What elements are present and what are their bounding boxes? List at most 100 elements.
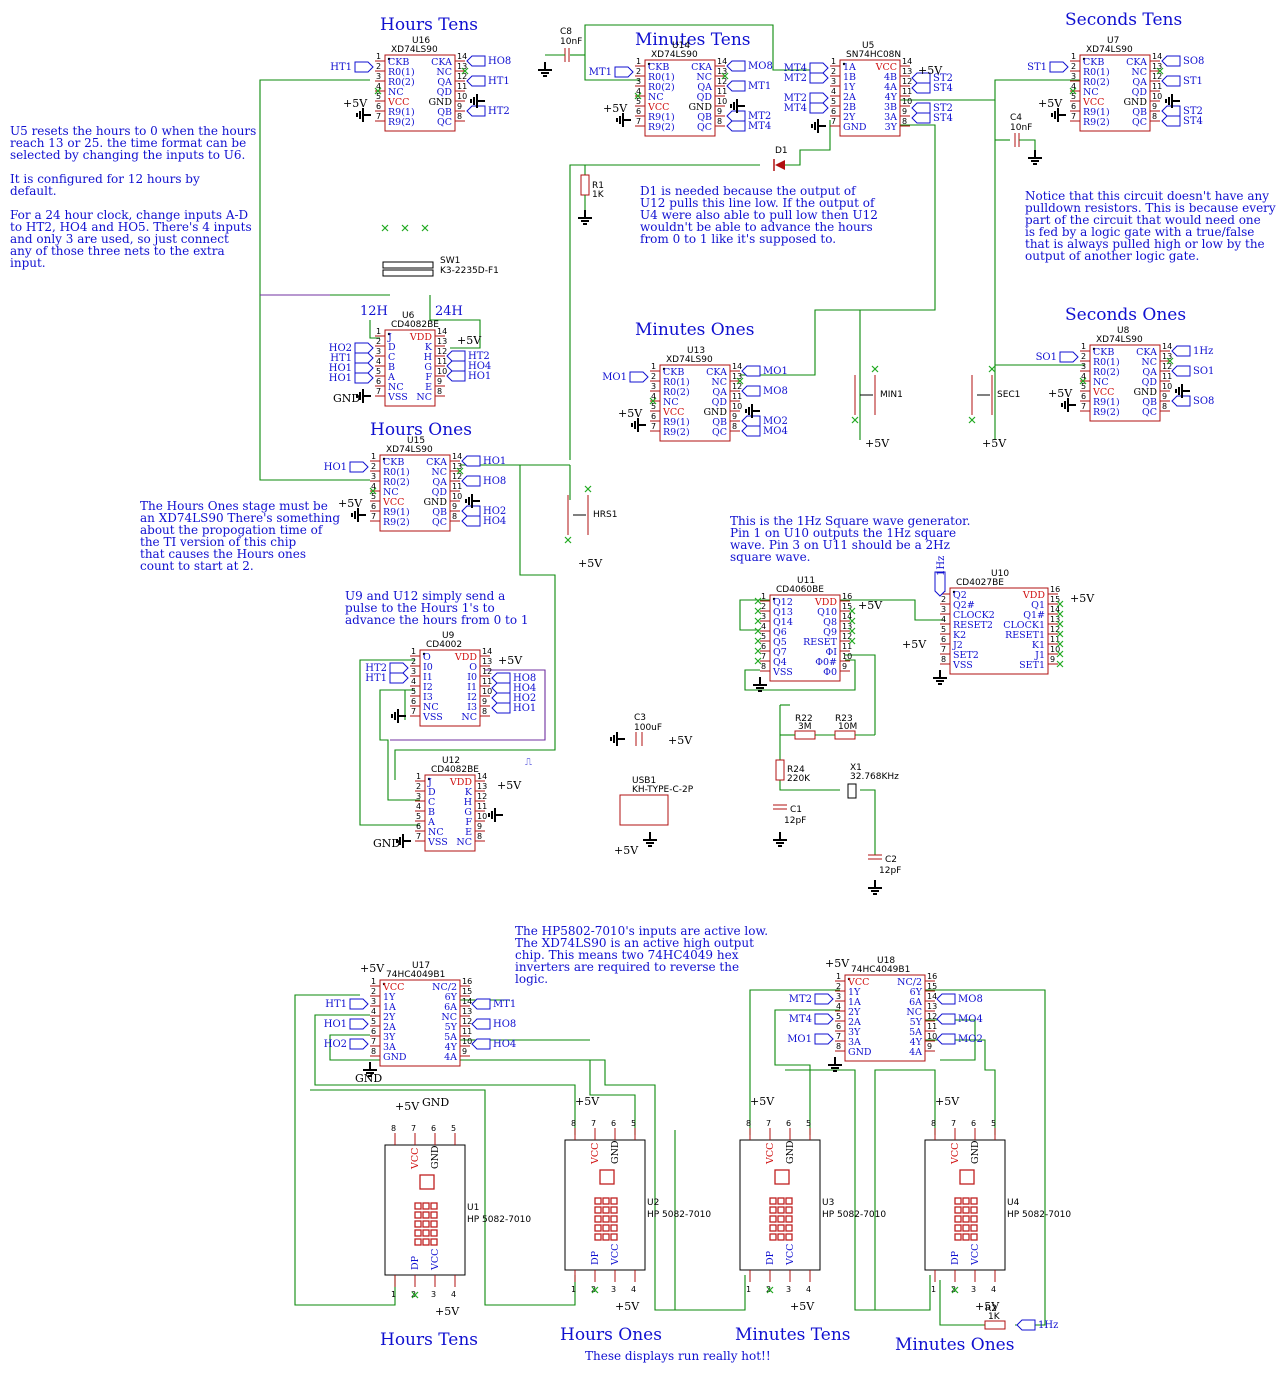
display-dot-square [959, 1169, 975, 1185]
pin-number: 14 [437, 327, 447, 336]
net-flag: MT2 [726, 110, 771, 122]
pin-name-right: NC [431, 467, 447, 478]
net-flag: HT1 [466, 75, 510, 87]
pin-number: 8 [941, 655, 946, 664]
pin-number: 3 [636, 77, 641, 86]
display-pin-number: 4 [451, 1290, 456, 1299]
net-flag: HO4 [471, 1038, 516, 1050]
pin-number: 3 [376, 347, 381, 356]
net-flag-label: MT2 [748, 111, 771, 122]
net-flag-shape [471, 1038, 491, 1050]
pin-number: 3 [1081, 362, 1086, 371]
note-hp5802: The HP5802-7010's inputs are active low.… [515, 924, 768, 986]
label-12h: 12H [360, 304, 388, 319]
ground-symbol [351, 508, 366, 522]
pin1-dot [842, 62, 846, 66]
net-flag-label: HO8 [493, 1019, 516, 1030]
display-led [422, 1211, 430, 1219]
net-flag-shape [354, 352, 374, 364]
c8-ref: C8 [560, 27, 572, 37]
display-led [769, 1233, 777, 1241]
pin-name-left: NC [663, 397, 679, 408]
display-pin-number: 8 [746, 1119, 751, 1128]
net-flag: ST2 [911, 72, 953, 84]
note-line: U12 pulls this line low. If the output o… [640, 196, 876, 210]
pin-name-right: I1 [467, 682, 477, 693]
c4-ref: C4 [1010, 113, 1022, 123]
pin-name-left: R9(2) [648, 122, 675, 133]
pin-number: 3 [371, 472, 376, 481]
note-line: square wave. [730, 550, 811, 564]
net-flag-shape [814, 1013, 834, 1025]
pin-number: 9 [462, 1047, 467, 1056]
pin-number: 7 [376, 387, 381, 396]
ic-body [659, 364, 731, 442]
pin-number: 15 [462, 987, 472, 996]
pin-name-left: Q5 [773, 637, 787, 648]
pin-number: 1 [651, 362, 656, 371]
net-flag: HO8 [461, 475, 506, 487]
net-flag-shape [471, 1018, 491, 1030]
net-flag: HT1 [330, 352, 374, 364]
net-flag: SO8 [1161, 55, 1204, 67]
pin-number: 13 [462, 1007, 472, 1016]
net-flag-1hz-label: 1Hz [936, 556, 947, 576]
pin-name-right: GND [1133, 387, 1157, 398]
title-seconds-ones: Seconds Ones [1065, 305, 1186, 325]
pin-name-right: QB [712, 417, 727, 428]
net-flag-shape [614, 66, 634, 78]
no-connect-mark [381, 224, 389, 232]
display-led [610, 1224, 618, 1232]
display-led [962, 1206, 970, 1214]
note-line: selected by changing the inputs to U6. [10, 148, 245, 162]
note-line: reach 13 or 25. the time format can be [10, 136, 246, 150]
no-connect-mark [766, 1286, 774, 1294]
display-led [954, 1215, 962, 1223]
net-flag: MT4 [789, 1013, 834, 1025]
display-pin-number: 3 [611, 1285, 616, 1294]
note-line: part of the circuit that would need one [1025, 213, 1261, 227]
pin-name-left: 2A [843, 92, 856, 103]
net-flag: HO8 [466, 55, 511, 67]
pin-number: 9 [457, 102, 462, 111]
display-led [422, 1220, 430, 1228]
pin-number: 6 [1071, 102, 1076, 111]
pin-number: 3 [941, 605, 946, 614]
net-flag-shape [936, 1033, 956, 1045]
pin-number: 2 [371, 462, 376, 471]
pin-number: 12 [902, 77, 912, 86]
pin-name-left: Q7 [773, 647, 787, 658]
pin-name-right: NC [441, 1012, 457, 1023]
pin-name-right: QD [437, 87, 453, 98]
pin1-dot [1092, 347, 1096, 351]
display-pin-number: 4 [631, 1285, 636, 1294]
net-flag: MT2 [789, 993, 834, 1005]
label-24h: 24H [435, 304, 463, 319]
net-flag-1hz [934, 571, 946, 597]
r24-value: 220K [787, 774, 811, 784]
net-flag-label: SO1 [1036, 352, 1057, 363]
pin-number: 8 [902, 117, 907, 126]
pin-name-right: H [424, 352, 432, 363]
net-flag: MT1 [589, 66, 634, 78]
pin-number: 6 [371, 1027, 376, 1036]
pin-name-left: CKB [1093, 347, 1114, 358]
pin-number: 15 [1050, 595, 1060, 604]
pin-name-left: CKB [663, 367, 684, 378]
pin-number: 13 [452, 462, 462, 471]
pin-number: 5 [371, 1017, 376, 1026]
pin-name-left: SET2 [953, 650, 979, 661]
net-flag: HO8 [491, 672, 536, 684]
pin-number: 5 [836, 1012, 841, 1021]
pin-name-right: QC [712, 427, 727, 438]
display-dp-label: DP [950, 1250, 961, 1265]
pin-name-left: NC [423, 702, 439, 713]
pin-number: 11 [732, 392, 742, 401]
power-label: +5V [603, 102, 628, 115]
pin-name-left: 1A [383, 1002, 396, 1013]
power-label: +5V [1070, 592, 1095, 605]
